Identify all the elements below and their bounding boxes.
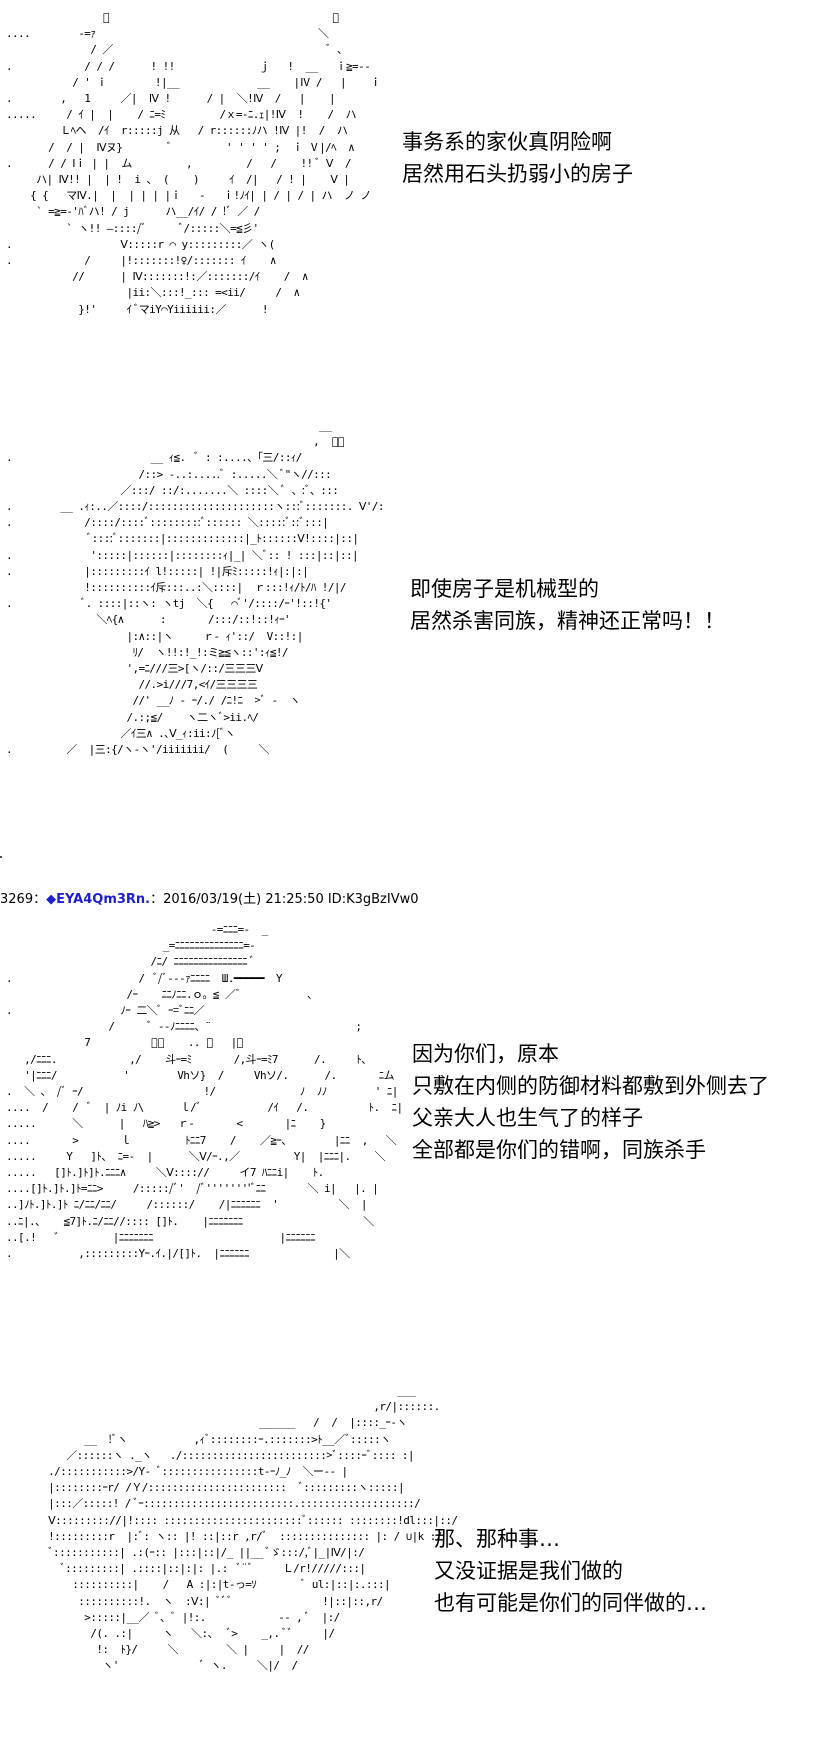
dialogue-line: 只敷在内侧的防御材料都敷到外侧去了 xyxy=(412,1074,769,1098)
dialogue-line: 居然用石头扔弱小的房子 xyxy=(402,162,633,186)
dialogue-line: 也有可能是你们的同伴做的… xyxy=(434,1591,707,1615)
dialogue-3: 因为你们，原本 只敷在内侧的防御材料都敷到外侧去了 父亲大人也生气了的样子 全部… xyxy=(412,1038,769,1166)
panel-1: ﾞ ﾞ .... -=ｧ ＼ / ／ ﾞ 、 . / / / ! !! ｊ ! xyxy=(0,0,826,365)
post-author-trip[interactable]: EYA4Qm3Rn. xyxy=(56,892,151,907)
dialogue-2: 即使房子是机械型的 居然杀害同族，精神还正常吗！！ xyxy=(410,573,725,637)
dialogue-line: 又没证据是我们做的 xyxy=(434,1559,623,1583)
dialogue-line: 全部都是你们的错啊，同族杀手 xyxy=(412,1138,706,1162)
dialogue-4: 那、那种事… 又没证据是我们做的 也有可能是你们的同伴做的… xyxy=(434,1523,707,1619)
edge-mark xyxy=(0,856,2,858)
post-date-id: ：2016/03/19(土) 21:25:50 ID:K3gBzIVw0 xyxy=(150,892,419,907)
panel-3: -=ﾆﾆﾆ=- _ _=ﾆﾆﾆﾆﾆﾆﾆﾆﾆﾆﾆﾆﾆﾆ=- /ﾆ/ ﾆﾆﾆﾆﾆﾆﾆ… xyxy=(0,922,826,1302)
post-separator: ： xyxy=(33,892,47,907)
ascii-art-character-1: ﾞ ﾞ .... -=ｧ ＼ / ／ ﾞ 、 . / / / ! !! ｊ ! xyxy=(6,11,381,316)
post-number: 3269 xyxy=(0,892,34,907)
ascii-art-house-character: __ , ﾞ、 . __ ｨ≦. ﾞ : :....、｢三/::ｨ/ /::> … xyxy=(6,419,384,757)
ascii-art-character-4: ___ ,r/|::::::. ______ / / |::::_ｰ-ヽ __ … xyxy=(48,1384,458,1673)
dialogue-line: 即使房子是机械型的 xyxy=(410,577,599,601)
dialogue-line: 居然杀害同族，精神还正常吗！！ xyxy=(410,609,725,633)
dialogue-line: 因为你们，原本 xyxy=(412,1042,559,1066)
ascii-art-character-3: -=ﾆﾆﾆ=- _ _=ﾆﾆﾆﾆﾆﾆﾆﾆﾆﾆﾆﾆﾆﾆ=- /ﾆ/ ﾆﾆﾆﾆﾆﾆﾆ… xyxy=(6,923,403,1261)
post-header: 3269：◆EYA4Qm3Rn.：2016/03/19(土) 21:25:50 … xyxy=(0,890,419,910)
dialogue-line: 事务系的家伙真阴险啊 xyxy=(402,130,612,154)
dialogue-line: 父亲大人也生气了的样子 xyxy=(412,1106,643,1130)
panel-2: __ , ﾞ、 . __ ｨ≦. ﾞ : :....、｢三/::ｨ/ /::> … xyxy=(0,418,826,818)
dialogue-line: 那、那种事… xyxy=(434,1527,560,1551)
trip-diamond-icon: ◆ xyxy=(46,892,57,907)
panel-4: ___ ,r/|::::::. ______ / / |::::_ｰ-ヽ __ … xyxy=(0,1383,826,1723)
dialogue-1: 事务系的家伙真阴险啊 居然用石头扔弱小的房子 xyxy=(402,126,633,190)
